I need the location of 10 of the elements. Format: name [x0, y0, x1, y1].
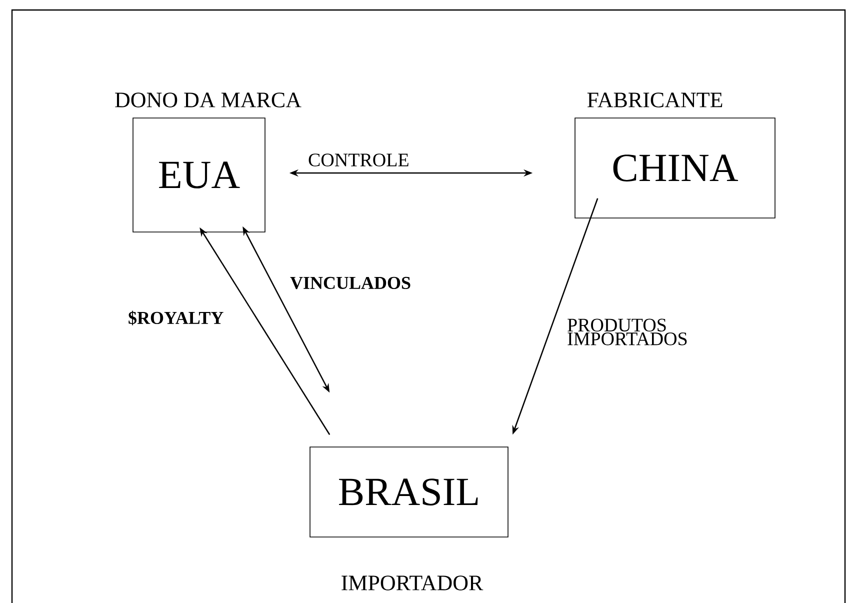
edge-label: $ROYALTY: [128, 310, 224, 326]
role-label: DONO DA MARCA: [115, 92, 302, 108]
edge-label: VINCULADOS: [290, 276, 410, 290]
country-box: BRASIL: [310, 446, 508, 538]
country-box: EUA: [132, 118, 266, 232]
edge-label: CONTROLE: [308, 154, 408, 166]
edge-label: PRODUTOS IMPORTADOS: [568, 318, 687, 346]
role-label: FABRICANTE: [587, 92, 722, 108]
role-label: IMPORTADOR: [342, 576, 484, 590]
country-box: CHINA: [574, 118, 776, 218]
